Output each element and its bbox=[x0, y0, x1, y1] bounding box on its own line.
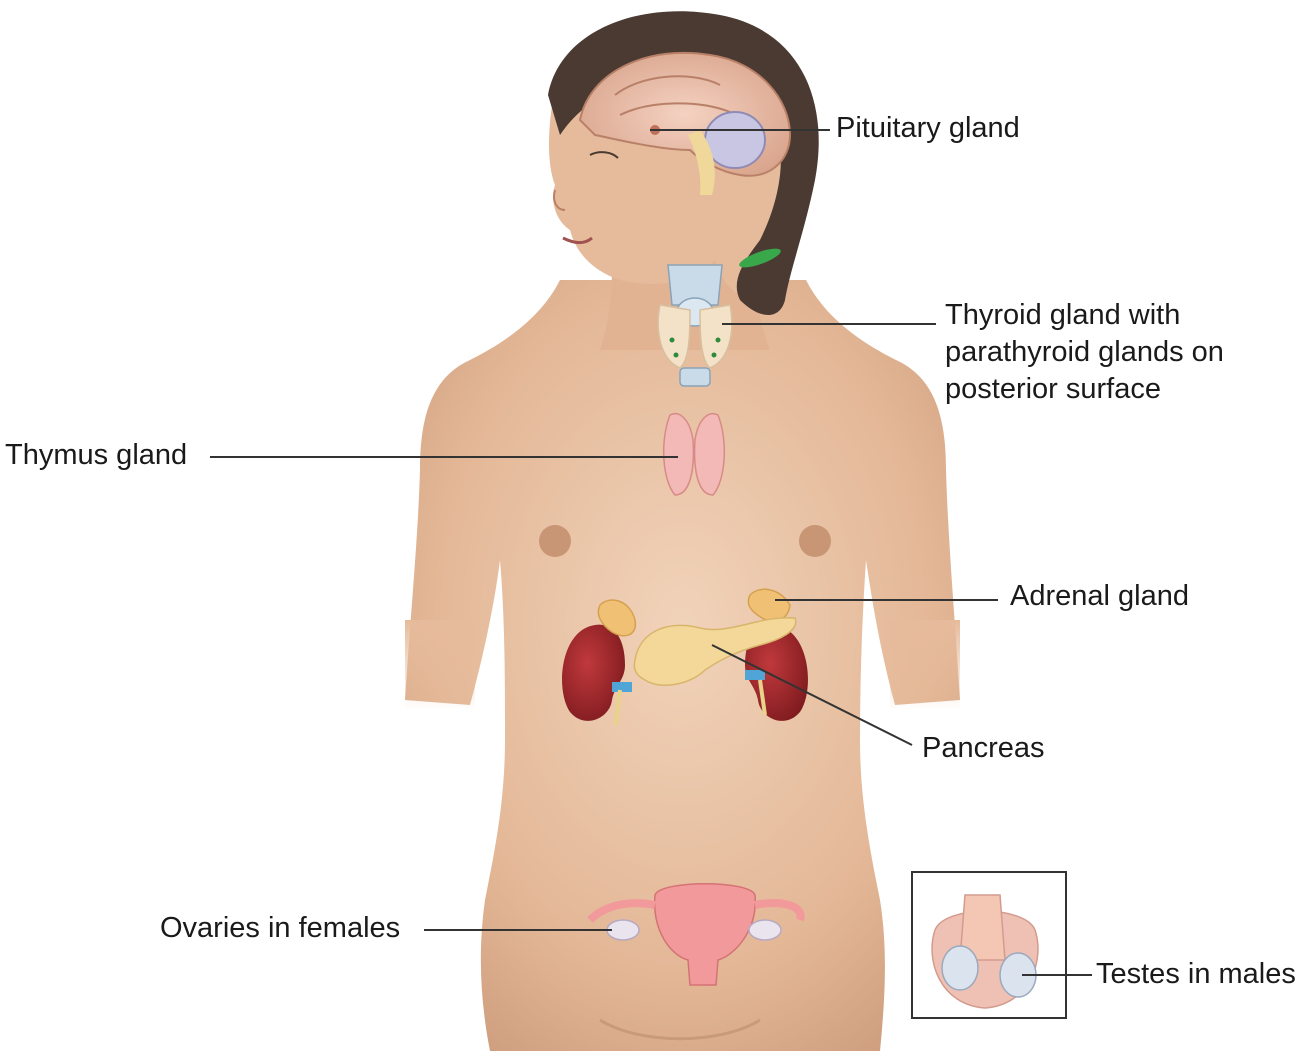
ovaries-label: Ovaries in females bbox=[160, 910, 400, 947]
thyroid-label-line-1: Thyroid gland with bbox=[945, 297, 1224, 334]
nipple-left bbox=[539, 525, 571, 557]
testes-label: Testes in males bbox=[1096, 956, 1296, 993]
thyroid-gland-label: Thyroid gland with parathyroid glands on… bbox=[945, 297, 1224, 408]
adrenal-gland-label: Adrenal gland bbox=[1010, 578, 1189, 615]
thyroid-label-line-2: parathyroid glands on bbox=[945, 334, 1224, 371]
pituitary-gland-label: Pituitary gland bbox=[836, 110, 1020, 147]
thymus-gland-label: Thymus gland bbox=[5, 437, 187, 474]
testes-inset bbox=[912, 872, 1066, 1018]
thyroid-label-line-3: posterior surface bbox=[945, 371, 1224, 408]
nipple-right bbox=[799, 525, 831, 557]
pancreas-label: Pancreas bbox=[922, 730, 1045, 767]
